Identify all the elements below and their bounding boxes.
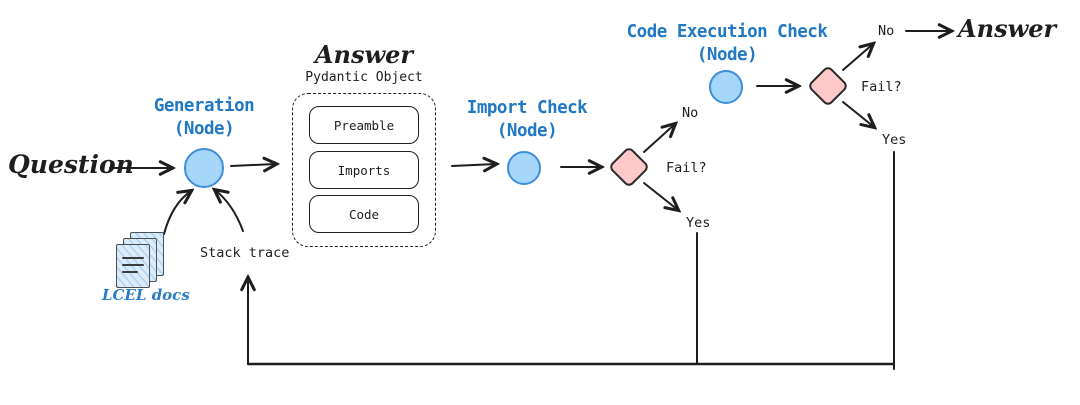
question-label: Question — [8, 150, 134, 179]
code-execution-check-node-circle — [709, 70, 743, 104]
import-check-node-title: Import Check (Node) — [448, 97, 606, 143]
stack-trace-label: Stack trace — [200, 245, 290, 261]
import-fail-no-label: No — [682, 105, 699, 121]
code-execution-title-line2: (Node) — [696, 44, 758, 65]
lcel-docs-icon — [116, 232, 178, 290]
final-answer-label: Answer — [958, 14, 1057, 43]
arrow-fail1-no — [643, 124, 675, 153]
import-fail-question: Fail? — [666, 160, 707, 176]
code-execution-title-line1: Code Execution Check — [626, 22, 828, 42]
arrow-generation-to-answer-object — [230, 164, 276, 166]
arrow-fail2-yes — [842, 101, 874, 127]
docs-page-front — [116, 244, 150, 288]
pydantic-object-container: Preamble Imports Code — [292, 93, 436, 247]
arrow-fail2-no — [842, 44, 873, 71]
arrow-fail1-yes — [643, 182, 678, 210]
execution-fail-yes-label: Yes — [882, 132, 907, 148]
execution-fail-no-label: No — [878, 23, 895, 39]
import-fail-yes-label: Yes — [686, 215, 711, 231]
pydantic-field-code: Code — [309, 195, 419, 233]
arrow-answer-object-to-import-check — [451, 164, 496, 166]
answer-object-subtitle: Pydantic Object — [305, 70, 423, 85]
code-execution-check-node-title: Code Execution Check (Node) — [607, 21, 847, 67]
generation-node-circle — [184, 148, 224, 188]
answer-object-title: Answer — [314, 40, 414, 69]
arrow-stack-trace-to-generation — [215, 190, 244, 232]
import-check-title-line1: Import Check — [466, 98, 588, 118]
pydantic-field-imports: Imports — [309, 151, 419, 189]
import-check-node-circle — [507, 151, 541, 185]
arrow-lcel-docs-to-generation — [163, 191, 191, 235]
generation-title-line1: Generation — [153, 96, 255, 116]
generation-title-line2: (Node) — [173, 118, 235, 139]
import-check-title-line2: (Node) — [496, 120, 558, 141]
generation-node-title: Generation (Node) — [128, 95, 280, 141]
pydantic-field-preamble: Preamble — [309, 106, 419, 144]
lcel-docs-label: LCEL docs — [102, 286, 190, 304]
execution-fail-question: Fail? — [861, 79, 902, 95]
